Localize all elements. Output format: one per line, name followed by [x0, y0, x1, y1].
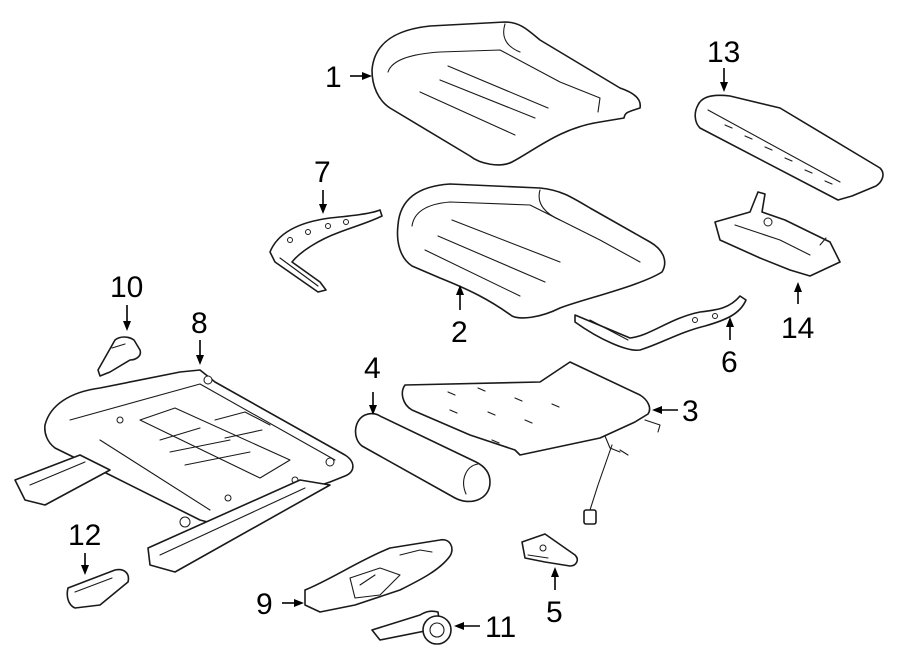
- callout-8: 8: [191, 307, 208, 340]
- callout-9: 9: [256, 588, 273, 621]
- part-12-cap[interactable]: [66, 568, 130, 609]
- part-9-side-shield[interactable]: [304, 538, 453, 613]
- callout-5: 5: [546, 596, 563, 629]
- part-6-side-trim[interactable]: [574, 295, 747, 351]
- callout-labels: 1 2 3 4 5 6 7 8 9 10 11 12 13 14: [68, 36, 814, 644]
- callout-10: 10: [110, 271, 143, 304]
- callout-7: 7: [314, 156, 331, 189]
- part-4-bolster[interactable]: [354, 412, 491, 503]
- callout-14: 14: [781, 312, 814, 345]
- callout-11: 11: [485, 611, 516, 644]
- part-5-bracket[interactable]: [521, 533, 578, 567]
- callout-13: 13: [707, 36, 740, 69]
- part-14-bracket[interactable]: [714, 191, 841, 277]
- part-11-recliner-knob[interactable]: [371, 610, 452, 645]
- part-3-seat-pan[interactable]: [401, 361, 661, 525]
- callout-2: 2: [451, 316, 468, 349]
- callout-leaders: [81, 68, 802, 630]
- callout-6: 6: [721, 346, 738, 379]
- callout-3: 3: [682, 395, 699, 428]
- part-1-cushion-cover[interactable]: [371, 21, 642, 166]
- part-2-cushion-pad[interactable]: [396, 183, 666, 319]
- part-8-seat-frame[interactable]: [14, 369, 354, 573]
- part-7-side-trim[interactable]: [269, 209, 383, 293]
- part-10-hinge-cover[interactable]: [97, 336, 142, 377]
- callout-12: 12: [68, 519, 101, 552]
- callout-4: 4: [364, 352, 381, 385]
- callout-1: 1: [325, 61, 342, 94]
- part-13-module[interactable]: [694, 94, 884, 201]
